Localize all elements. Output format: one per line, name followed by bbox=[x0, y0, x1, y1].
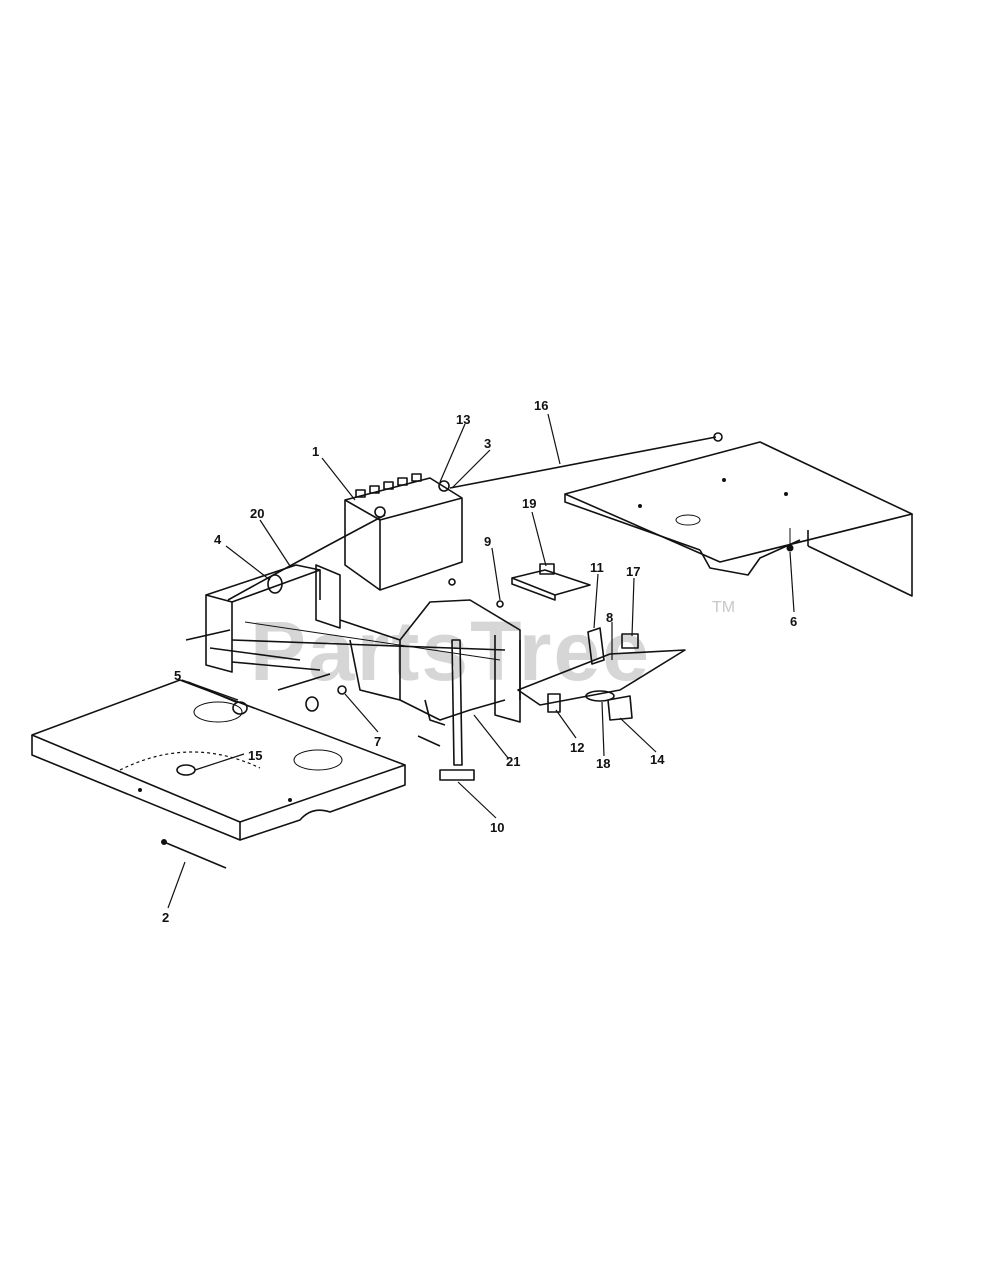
callout-20: 20 bbox=[250, 506, 264, 521]
callout-17: 17 bbox=[626, 564, 640, 579]
callout-8: 8 bbox=[606, 610, 613, 625]
callout-labels: 1 2 3 4 5 6 7 8 9 10 11 12 13 14 15 16 1… bbox=[162, 398, 797, 925]
callout-1: 1 bbox=[312, 444, 319, 459]
callout-13: 13 bbox=[456, 412, 470, 427]
callout-6: 6 bbox=[790, 614, 797, 629]
callout-14: 14 bbox=[650, 752, 665, 767]
callout-12: 12 bbox=[570, 740, 584, 755]
callout-4: 4 bbox=[214, 532, 222, 547]
callout-21: 21 bbox=[506, 754, 520, 769]
watermark-trademark: TM bbox=[712, 599, 735, 616]
base-deck-plate bbox=[31, 679, 406, 841]
leader-lines bbox=[167, 413, 795, 909]
callout-5: 5 bbox=[174, 668, 181, 683]
battery-cable-positive bbox=[449, 432, 723, 489]
callout-9: 9 bbox=[484, 534, 491, 549]
small-hardware bbox=[232, 578, 504, 715]
frame-bolts bbox=[185, 629, 441, 747]
callout-19: 19 bbox=[522, 496, 536, 511]
callout-16: 16 bbox=[534, 398, 548, 413]
callout-3: 3 bbox=[484, 436, 491, 451]
battery-frame bbox=[205, 564, 521, 726]
callout-11: 11 bbox=[590, 560, 604, 575]
callout-15: 15 bbox=[248, 748, 262, 763]
long-bolt bbox=[161, 839, 227, 869]
callout-10: 10 bbox=[490, 820, 504, 835]
hold-down-strap bbox=[439, 639, 475, 781]
switch-plate bbox=[511, 563, 591, 601]
callout-7: 7 bbox=[374, 734, 381, 749]
upper-cover-plate bbox=[564, 441, 913, 597]
battery bbox=[344, 473, 463, 591]
battery-cable-negative bbox=[227, 514, 386, 601]
callout-18: 18 bbox=[596, 756, 610, 771]
callout-2: 2 bbox=[162, 910, 169, 925]
ignition-bracket bbox=[517, 627, 686, 721]
